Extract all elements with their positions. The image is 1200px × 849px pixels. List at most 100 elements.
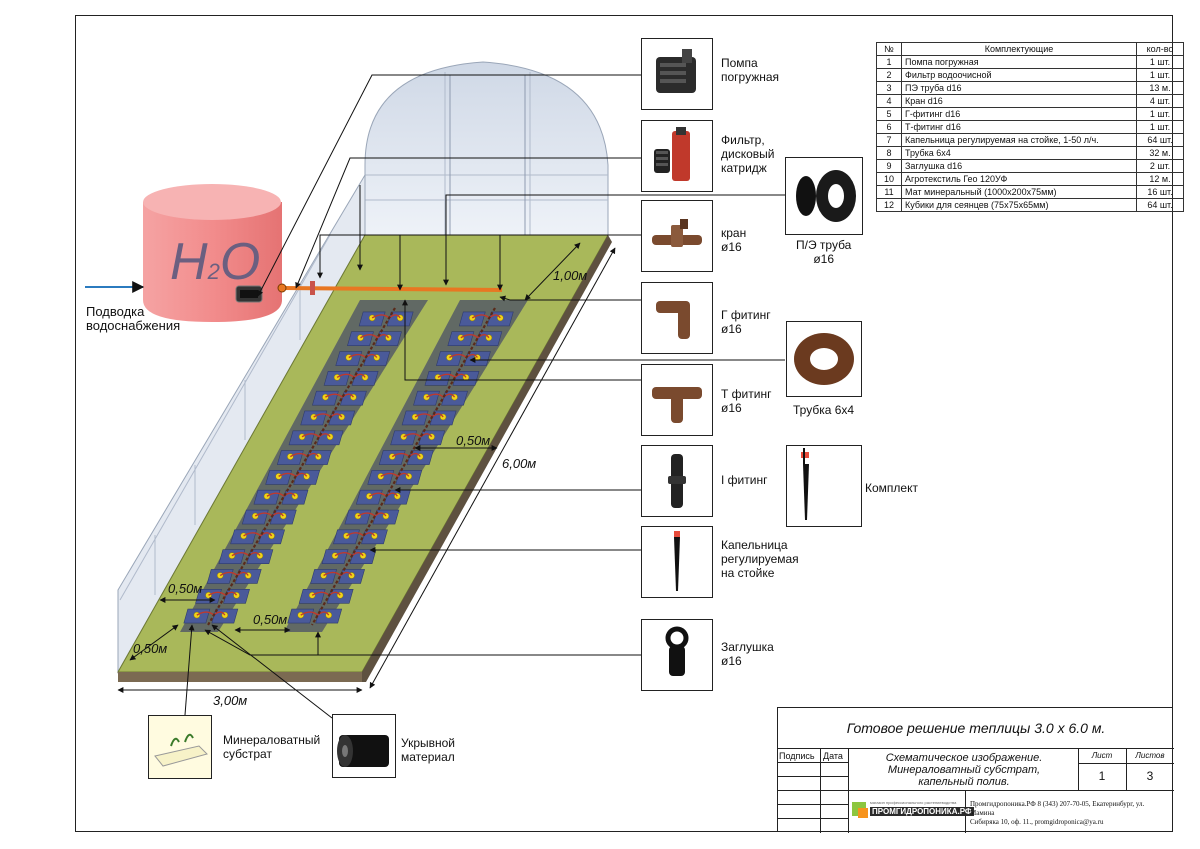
- row-item: Кран d16: [901, 94, 1137, 108]
- row-item: Т-фитинг d16: [901, 120, 1137, 134]
- row-num: 5: [876, 107, 902, 121]
- drip-tube: [353, 373, 366, 378]
- callout-i-fitting: I фитинг: [721, 473, 768, 487]
- row-num: 9: [876, 159, 902, 173]
- row-item: ПЭ труба d16: [901, 81, 1137, 95]
- drip-tube: [208, 591, 226, 596]
- plug-thumbnail: [641, 619, 713, 691]
- greenhouse-side-wall: [117, 173, 366, 674]
- drip-tube: [219, 571, 238, 577]
- pump-thumbnail: [641, 38, 713, 110]
- stamp-lists-number: 3: [1146, 769, 1154, 783]
- row-item: Трубка 6х4: [901, 146, 1137, 160]
- drip-tube: [348, 353, 367, 359]
- row-num: 7: [876, 133, 902, 147]
- drip-tube: [311, 591, 330, 596]
- dim-6m: 6,00м: [502, 456, 537, 471]
- logo: магазин профессионального растениеводств…: [852, 800, 974, 826]
- cover-roll-icon: [337, 735, 389, 767]
- callout-t-fitting: Т фитинг ø16: [721, 387, 772, 415]
- supply-label: Подводка водоснабжения: [86, 304, 181, 333]
- drip-tube: [346, 532, 364, 537]
- drip-tube: [318, 433, 331, 438]
- drip-tube: [231, 551, 250, 557]
- stamp-contact: Промгидропоника.РФ 8 (343) 207-70-05, Ек…: [970, 800, 1145, 826]
- row-item: Г-фитинг d16: [901, 107, 1137, 121]
- stamp-title: Готовое решение теплицы 3.0 х 6.0 м.: [846, 720, 1106, 736]
- stamp-list-number: 1: [1098, 769, 1106, 783]
- row-item: Заглушка d16: [901, 159, 1137, 173]
- substrate-label: Минераловатный субстрат: [223, 733, 321, 761]
- row-qty: 16 шт.: [1136, 185, 1184, 199]
- header-qty: кол-во: [1136, 42, 1184, 56]
- row-item: Кубики для сеянцев (75х75х65мм): [901, 198, 1137, 212]
- valve-icon: [652, 219, 702, 247]
- dim-3m: 3,00м: [213, 693, 248, 708]
- row-qty: 32 м.: [1136, 146, 1184, 160]
- h2o-label: H2O: [170, 232, 260, 292]
- row-item: Капельница регулируемая на стойке, 1-50 …: [901, 133, 1137, 147]
- dim-edge: 0,50м: [168, 581, 203, 596]
- drip-tube: [289, 452, 308, 458]
- substrate-icon: [149, 716, 211, 778]
- stamp-list-label: Лист: [1091, 751, 1113, 760]
- row-num: 11: [876, 185, 902, 199]
- logo-mark-accent-icon: [858, 808, 868, 818]
- row-item: Фильтр водоочисной: [901, 68, 1137, 82]
- greenhouse-arch: [364, 61, 609, 236]
- row-num: 2: [876, 68, 902, 82]
- drip-tube: [317, 611, 330, 616]
- callout-valve: кран ø16: [721, 226, 747, 254]
- row-num: 4: [876, 94, 902, 108]
- i-fitting-thumbnail: [641, 445, 713, 517]
- row-qty: 1 шт.: [1136, 55, 1184, 69]
- dim-front: 0,50м: [133, 641, 168, 656]
- tube-thumbnail: [786, 321, 862, 397]
- o-letter: O: [219, 233, 261, 291]
- row-item: Помпа погружная: [901, 55, 1137, 69]
- drip-tube: [254, 512, 273, 517]
- header-item: Комплектующие: [901, 42, 1137, 56]
- row-qty: 1 шт.: [1136, 107, 1184, 121]
- row-num: 12: [876, 198, 902, 212]
- dim-between: 0,50м: [253, 612, 288, 627]
- dim-1m: 1,00м: [553, 268, 588, 283]
- drawing-frame: [75, 15, 1173, 832]
- table-header: № Комплектующие кол-во: [876, 42, 1184, 56]
- pe-pipe-thumbnail: [785, 157, 863, 235]
- end-plug-icon: [665, 626, 689, 676]
- pe-pipe-label: П/Э труба ø16: [796, 238, 852, 266]
- row-num: 3: [876, 81, 902, 95]
- filter-icon: [654, 127, 690, 181]
- callout-plug: Заглушка ø16: [721, 640, 774, 668]
- stamp-podpis: Подпись: [779, 751, 815, 761]
- callout-g-fitting: Г фитинг ø16: [721, 308, 771, 336]
- sub-2: 2: [207, 259, 220, 284]
- substrate-thumbnail: [148, 715, 212, 779]
- row-qty: 64 шт.: [1136, 198, 1184, 212]
- pump-icon: [656, 49, 696, 93]
- drip-tube: [323, 571, 342, 577]
- row-num: 10: [876, 172, 902, 186]
- tube-coil-icon: [794, 333, 854, 385]
- pipe-coil-icon: [796, 170, 856, 222]
- kit-thumbnail: [786, 445, 862, 527]
- dripper-icon: [674, 531, 680, 591]
- drip-tube: [243, 532, 262, 537]
- row-item: Мат минеральный (1000х200х75мм): [901, 185, 1137, 199]
- row-qty: 12 м.: [1136, 172, 1184, 186]
- drip-tube: [334, 551, 353, 557]
- callout-pump: Помпа погружная: [721, 56, 780, 84]
- lateral-pipe: [207, 307, 396, 626]
- logo-tagline: магазин профессионального растениеводств…: [870, 800, 957, 805]
- row-qty: 2 шт.: [1136, 159, 1184, 173]
- stamp-lists-label: Листов: [1135, 751, 1165, 760]
